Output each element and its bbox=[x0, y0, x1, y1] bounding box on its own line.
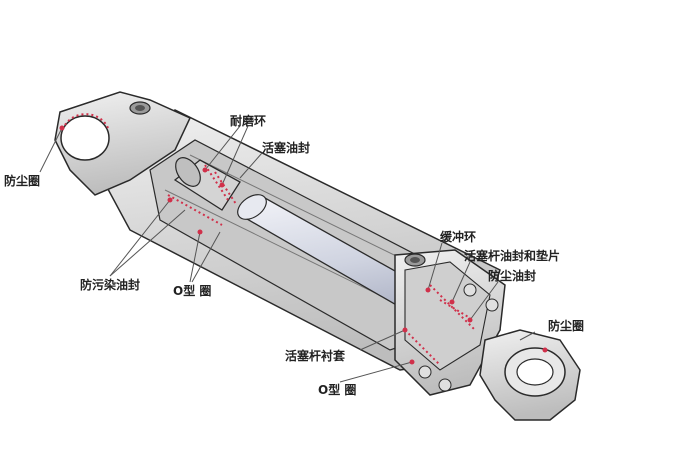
label-dust-ring-left: 防尘圈 bbox=[4, 174, 41, 188]
label-anti-pollution-seal: 防污染油封 bbox=[80, 278, 141, 292]
rod-end-eye bbox=[479, 329, 581, 421]
label-o-ring-bottom: O型 圈 bbox=[318, 383, 357, 397]
label-wear-ring: 耐磨环 bbox=[230, 114, 267, 128]
label-rod-bushing: 活塞杆衬套 bbox=[285, 349, 346, 363]
seal-markers bbox=[59, 125, 473, 365]
label-o-ring-left: O型 圈 bbox=[173, 284, 212, 298]
rear-end-cap bbox=[54, 91, 192, 196]
label-dust-ring-right: 防尘圈 bbox=[548, 319, 585, 333]
label-dust-seal: 防尘油封 bbox=[488, 269, 537, 283]
label-piston-seal: 活塞油封 bbox=[262, 141, 311, 155]
label-buffer-ring: 缓冲环 bbox=[440, 230, 477, 244]
piston-head bbox=[167, 157, 241, 226]
label-rod-seal-gasket: 活塞杆油封和垫片 bbox=[464, 249, 561, 263]
leader-lines bbox=[39, 125, 536, 383]
